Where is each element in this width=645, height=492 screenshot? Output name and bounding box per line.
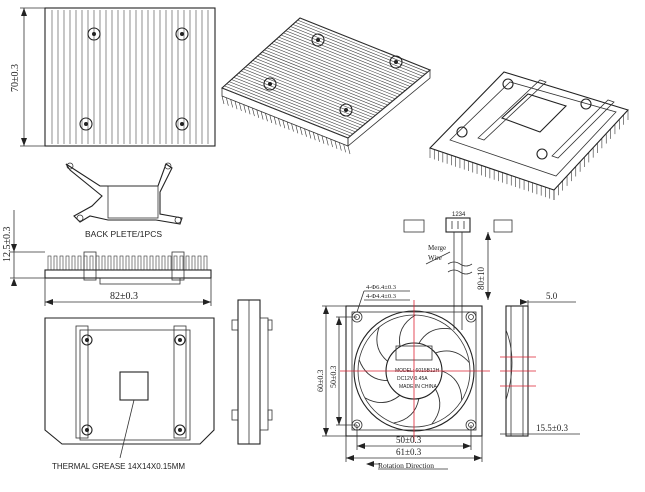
depth-dimension: 15.5±0.3 xyxy=(536,423,568,433)
fan-cable-drawing: 1234 Merge Wire 80±10 xyxy=(403,212,513,330)
wire-label: Wire xyxy=(428,254,442,262)
inner-width-dimension: 50±0.3 xyxy=(396,435,422,445)
heatsink-bottom-view: THERMAL GREASE 14X14X0.15MM xyxy=(44,317,215,471)
back-plate-drawing: BACK PLETE/1PCS xyxy=(65,162,183,239)
hole-dimension-2: 4-Φ4.4±0.3 xyxy=(366,293,396,300)
screw-icon xyxy=(79,27,189,131)
merge-label: Merge xyxy=(428,244,446,252)
rotation-direction-label: Rotation Direction xyxy=(378,461,434,470)
heatsink-side-view: 12.5±0.3 82±0.3 xyxy=(2,210,212,306)
fan-side-view: 5.0 15.5±0.3 xyxy=(500,291,580,437)
hole-dimension-1: 4-Φ6.4±0.3 xyxy=(366,284,396,291)
outer-width-dimension: 61±0.3 xyxy=(396,447,422,457)
width-dimension: 82±0.3 xyxy=(110,291,138,302)
cable-length-dimension: 80±10 xyxy=(476,267,486,290)
sticker-line-2: DC12V 0.45A xyxy=(397,376,428,382)
height-dimension: 70±0.3 xyxy=(10,64,21,92)
sticker-line-3: MADE IN CHINA xyxy=(399,384,437,390)
heatsink-bottom-isometric-view xyxy=(428,71,629,200)
heatsink-top-view: 70±0.3 xyxy=(10,7,216,147)
back-plate-label: BACK PLETE/1PCS xyxy=(85,229,162,239)
screw-icon xyxy=(456,78,592,160)
screw-icon xyxy=(263,33,403,117)
thickness-dimension: 5.0 xyxy=(546,291,558,301)
connector-pin-label: 1234 xyxy=(452,212,466,218)
side-height-dimension: 12.5±0.3 xyxy=(2,227,13,263)
screw-icon xyxy=(81,334,186,436)
thermal-grease-label: THERMAL GREASE 14X14X0.15MM xyxy=(52,462,185,471)
heatsink-isometric-view xyxy=(220,17,432,155)
outer-height-dimension: 60±0.3 xyxy=(316,370,325,392)
inner-height-dimension: 50±0.3 xyxy=(329,366,338,388)
heatsink-edge-view xyxy=(231,299,273,445)
fan-blades xyxy=(358,314,470,425)
fan-front-view: MODEL: 6015B12H DC12V 0.45A MADE IN CHIN… xyxy=(316,284,490,470)
